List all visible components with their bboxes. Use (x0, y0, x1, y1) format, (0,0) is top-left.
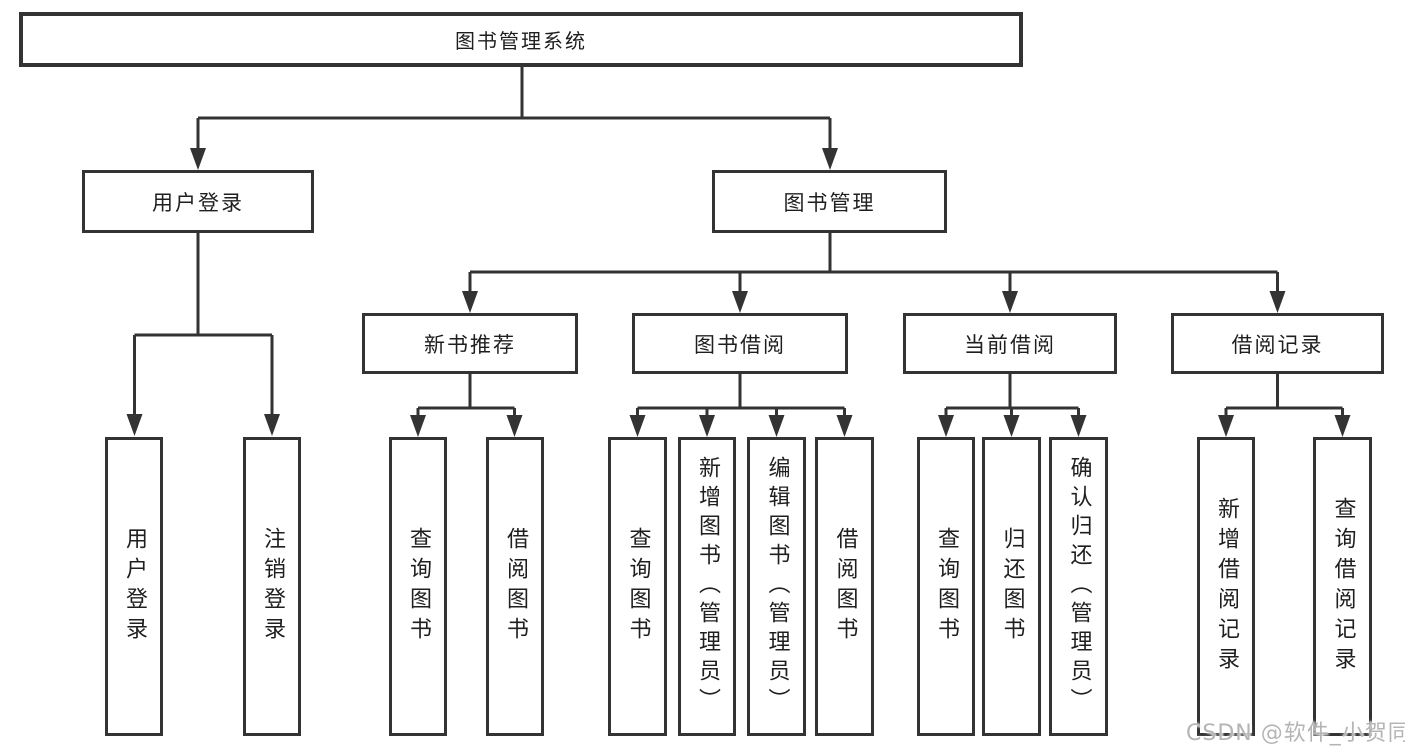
node-label: 图书管理系统 (455, 29, 587, 53)
node-label: 新增借阅记录 (1214, 496, 1239, 677)
node-label: 当前借阅 (964, 332, 1056, 357)
branch-book-management (462, 233, 1286, 313)
branch-book-borrow (629, 374, 853, 437)
node-borrow-records: 借阅记录 (1171, 313, 1384, 374)
node-label: 借阅图书 (832, 526, 858, 647)
node-label: 新增图书（管理员） (695, 456, 720, 717)
node-book-management: 图书管理 (712, 170, 947, 233)
node-label: 借阅记录 (1231, 332, 1324, 357)
leaf-user-login: 用户登录 (105, 437, 163, 736)
node-label: 注销登录 (260, 526, 285, 647)
leaf-return-books: 归还图书 (982, 437, 1041, 736)
node-label: 图书管理 (783, 190, 876, 215)
node-current-borrow: 当前借阅 (903, 313, 1117, 374)
leaf-confirm-return-admin: 确认归还（管理员） (1049, 437, 1108, 736)
leaf-query-books-recommend: 查询图书 (389, 437, 447, 736)
node-book-borrow: 图书借阅 (632, 313, 848, 374)
leaf-borrow-books: 借阅图书 (815, 437, 874, 736)
leaf-logout: 注销登录 (243, 437, 301, 736)
branch-root (190, 67, 838, 170)
leaf-borrow-books-recommend: 借阅图书 (486, 437, 544, 736)
branch-user-login (126, 233, 280, 436)
leaf-add-borrow-record: 新增借阅记录 (1197, 437, 1255, 736)
node-label: 查询图书 (625, 526, 651, 647)
node-label: 编辑图书（管理员） (764, 456, 790, 717)
leaf-edit-book-admin: 编辑图书（管理员） (747, 437, 806, 736)
leaf-add-book-admin: 新增图书（管理员） (678, 437, 736, 736)
node-label: 确认归还（管理员） (1066, 456, 1092, 717)
node-label: 用户登录 (152, 190, 244, 215)
node-label: 查询图书 (406, 526, 431, 647)
node-label: 查询图书 (934, 526, 959, 647)
node-label: 新书推荐 (424, 332, 516, 357)
node-label: 用户登录 (122, 526, 147, 647)
node-label: 归还图书 (999, 526, 1025, 647)
leaf-query-books-borrow: 查询图书 (608, 437, 667, 736)
branch-borrow-records (1218, 374, 1351, 437)
node-label: 借阅图书 (503, 526, 528, 647)
branch-current-borrow (938, 374, 1087, 437)
node-user-login: 用户登录 (82, 170, 314, 233)
leaf-query-borrow-record: 查询借阅记录 (1313, 437, 1372, 736)
node-new-book-recommend: 新书推荐 (362, 313, 578, 374)
node-library-management-system: 图书管理系统 (19, 12, 1023, 67)
csdn-watermark: CSDN @软件_小贺同学 (1186, 721, 1405, 746)
node-label: 查询借阅记录 (1330, 496, 1356, 677)
leaf-query-books-current: 查询图书 (917, 437, 975, 736)
branch-new-book-recommend (410, 374, 523, 437)
node-label: 图书借阅 (694, 332, 786, 357)
